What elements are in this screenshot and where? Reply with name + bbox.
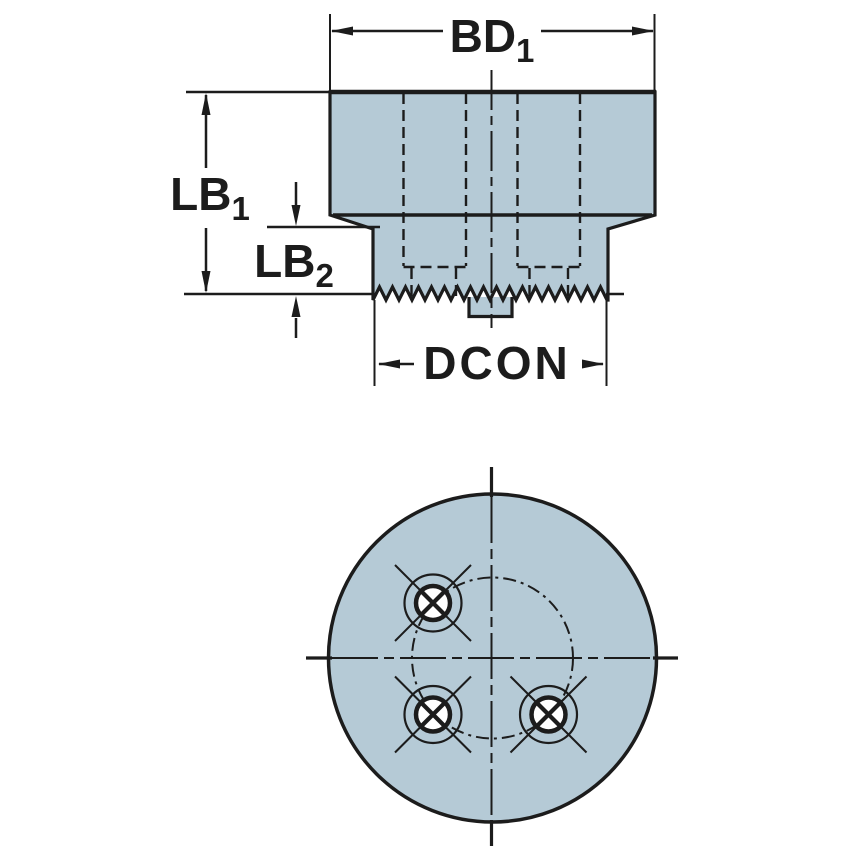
arrowhead-down <box>291 205 301 226</box>
counterbore-circle <box>518 684 579 745</box>
dimension-dcon: DCON <box>373 300 608 389</box>
dimension-label-bd1: BD1 <box>450 10 535 69</box>
arrowhead-down <box>201 271 211 293</box>
dimension-label-dcon: DCON <box>423 337 570 389</box>
bolt-hole-top-left <box>394 564 472 642</box>
dimension-lb2: LB2 <box>254 182 380 338</box>
counterbore-circle <box>403 684 463 745</box>
dimension-bd1: BD1 <box>329 10 656 90</box>
dimension-label-lb1: LB1 <box>170 168 250 227</box>
arrowhead-left <box>378 359 400 369</box>
hidden-detail-lines <box>402 93 582 296</box>
arrowhead-up <box>201 93 211 115</box>
dimension-lb1: LB1 <box>170 90 374 296</box>
side-view: BD1 LB1 LB2 DCO <box>170 10 657 389</box>
dimension-label-lb2: LB2 <box>254 235 334 294</box>
arrowhead-right <box>632 26 654 36</box>
arrowhead-right <box>582 359 604 369</box>
hole-cross-icon <box>419 701 447 728</box>
counterbore-circle <box>403 573 463 633</box>
centerline-ticks <box>306 467 678 846</box>
bolt-circle <box>411 576 574 740</box>
hole-cross-icon <box>419 589 447 617</box>
arrowhead-left <box>331 26 353 36</box>
end-view <box>306 467 678 846</box>
arrowhead-up <box>291 296 301 317</box>
hole-cross-icon <box>535 701 562 728</box>
bolt-hole-bottom-right <box>509 675 588 754</box>
bolt-hole-bottom-left <box>394 675 472 754</box>
